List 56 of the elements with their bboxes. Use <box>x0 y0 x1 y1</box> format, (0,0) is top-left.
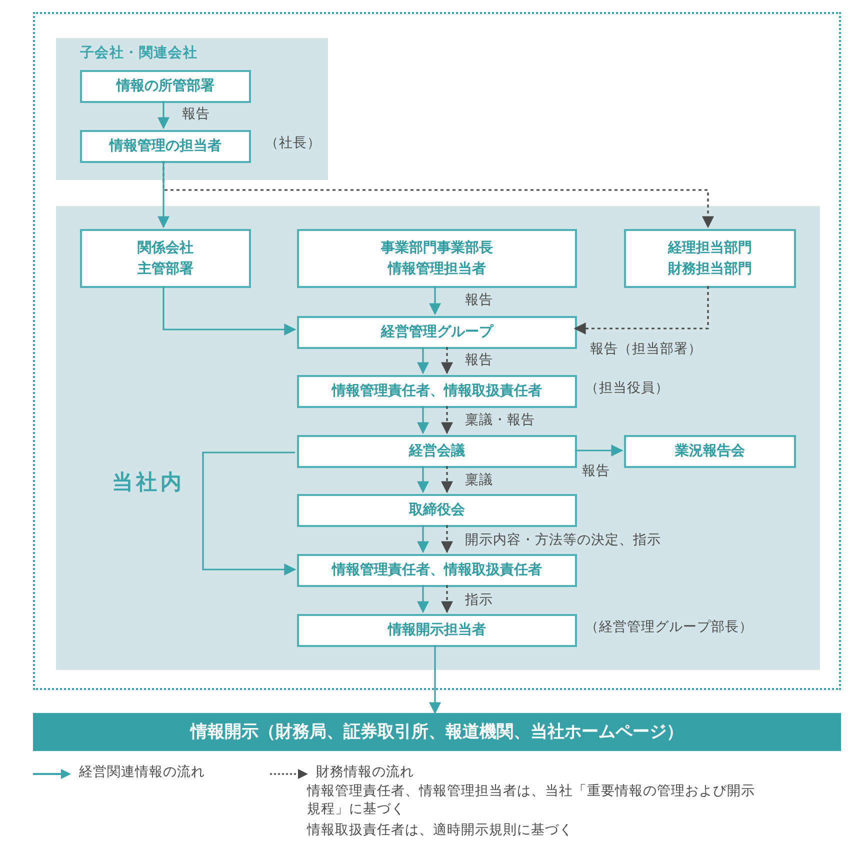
arrow <box>417 347 429 374</box>
process-box <box>297 554 577 587</box>
arrow <box>429 645 441 714</box>
dashed-arrow <box>574 286 709 334</box>
note-text: 情報取扱責任者は、適時開示規則に基づく <box>307 822 574 840</box>
box-label: 業況報告会 <box>675 442 745 462</box>
dashed-arrow <box>441 466 453 494</box>
process-box <box>80 130 251 163</box>
role-note: （担当役員） <box>585 380 669 398</box>
dashed-arrow <box>441 525 453 554</box>
dashed-arrow <box>441 585 453 614</box>
box-label: 取締役会 <box>409 501 465 520</box>
box-label: 情報開示（財務局、証券取引所、報道機関、当社ホームページ） <box>190 720 684 744</box>
box-label: 情報管理の担当者 <box>110 137 222 156</box>
box-label: 経営管理グループ <box>381 323 493 342</box>
process-box <box>297 614 577 647</box>
box-label: 情報管理責任者、情報取扱責任者 <box>332 382 542 402</box>
arrow <box>158 101 170 130</box>
box-label: 事業部門事業部長情報管理担当者 <box>380 238 494 278</box>
note-text: 情報管理責任者、情報管理担当者は、当社「重要情報の管理および開示規程」に基づく <box>307 783 756 818</box>
group-band <box>56 38 328 180</box>
role-note: （社長） <box>265 135 321 153</box>
arrow <box>417 585 429 614</box>
group-heading: 子会社・関連会社 <box>80 44 198 62</box>
process-box <box>297 375 577 408</box>
arrow <box>417 466 429 494</box>
arrow <box>417 525 429 554</box>
arrow <box>575 444 624 456</box>
arrow <box>158 161 170 228</box>
legend-text: 経営関連情報の流れ <box>79 764 205 782</box>
group-frame <box>33 12 841 690</box>
box-label: 関係会社主管部署 <box>136 239 194 278</box>
box-label: 経理担当部門財務担当部門 <box>666 238 753 278</box>
group-band <box>56 206 820 670</box>
dashed-arrow <box>441 406 453 434</box>
legend-text: 財務情報の流れ <box>316 764 414 782</box>
box-label: 情報開示担当者 <box>388 621 486 640</box>
process-box <box>80 229 251 288</box>
process-box <box>297 494 577 527</box>
arrow <box>202 452 296 576</box>
process-box <box>297 229 577 288</box>
process-box <box>80 70 251 103</box>
dashed-arrow <box>441 347 453 374</box>
output-banner <box>33 713 841 751</box>
process-box <box>624 229 796 288</box>
arrow <box>417 406 429 434</box>
arrow <box>429 286 441 316</box>
process-box <box>297 316 577 349</box>
box-label: 情報の所管部署 <box>116 76 214 96</box>
role-note: （経営管理グループ部長） <box>585 619 753 637</box>
box-label: 情報管理責任者、情報取扱責任者 <box>332 561 542 580</box>
box-label: 経営会議 <box>409 442 465 462</box>
process-box <box>297 435 577 468</box>
arrow <box>162 286 296 336</box>
group-heading: 当社内 <box>112 469 184 496</box>
process-box <box>624 435 796 468</box>
